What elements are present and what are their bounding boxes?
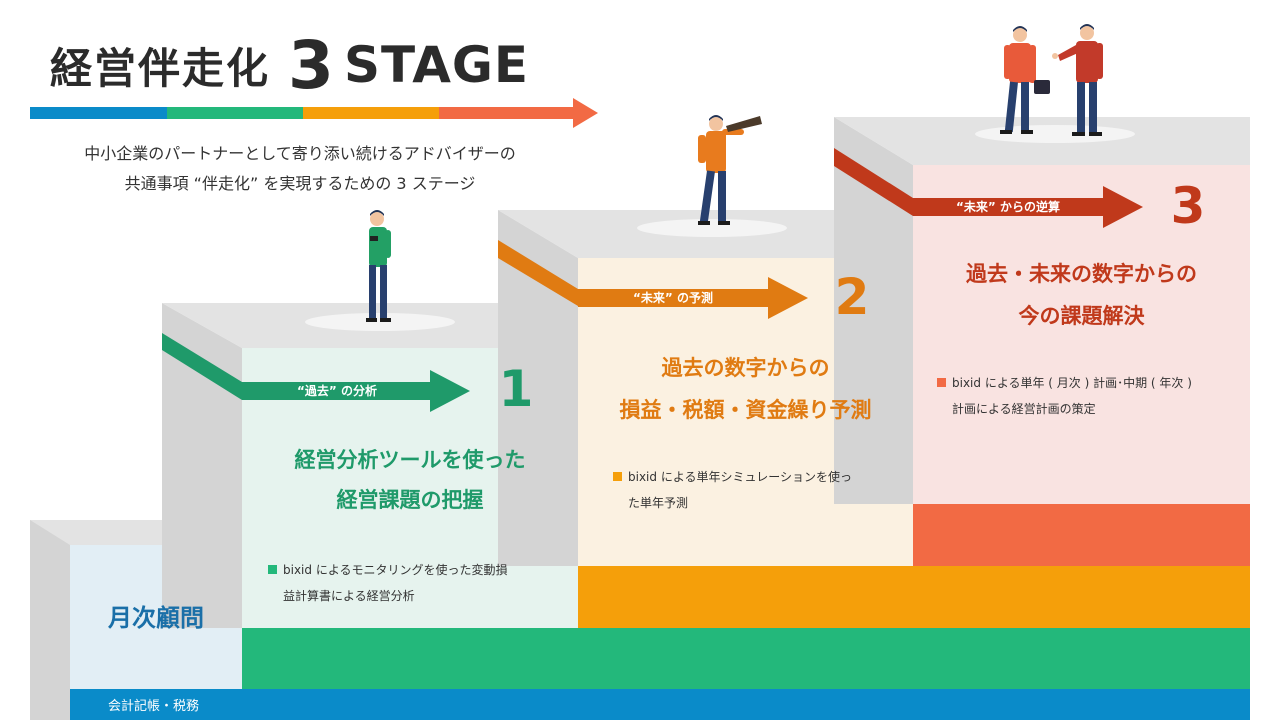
person-phone-icon	[366, 210, 391, 322]
band-red	[913, 504, 1250, 566]
bottom-bar-label: 会計記帳・税務	[108, 699, 200, 714]
spotlight-2	[637, 219, 787, 237]
title-number: 3	[288, 26, 334, 104]
stage-1-bullet: bixid によるモニタリングを使った変動損 益計算書による経営分析	[268, 557, 568, 609]
stage-3-arrow-label: “未来” からの逆算	[956, 200, 1060, 214]
stage-2-bullet-line-2: た単年予測	[628, 496, 689, 510]
title-stage: STAGE	[343, 36, 530, 94]
title-main: 経営伴走化	[50, 43, 271, 93]
stage-2-title-line-1: 過去の数字からの	[661, 356, 830, 380]
bullet-square-icon	[268, 565, 277, 574]
stage-3-bullet-line-1: bixid による単年 ( 月次 ) 計画･中期 ( 年次 )	[952, 376, 1192, 390]
stage-3-number: 3	[1170, 177, 1206, 235]
stage-2-bullet: bixid による単年シミュレーションを使っ た単年予測	[613, 464, 903, 516]
stage-1-bullet-line-2: 益計算書による経営分析	[283, 589, 415, 603]
stage-3-title-line-2: 今の課題解決	[1018, 304, 1145, 328]
stage-1-arrow-label: “過去” の分析	[297, 384, 377, 398]
person-telescope-icon	[698, 115, 762, 225]
stage-2-bullet-line-1: bixid による単年シミュレーションを使っ	[628, 470, 852, 484]
band-blue	[70, 689, 1250, 720]
band-green	[242, 628, 1250, 689]
stage-1-number: 1	[498, 360, 534, 418]
stage-1-title-line-2: 経営課題の把握	[336, 488, 484, 512]
spotlight-3	[975, 125, 1135, 143]
bullet-square-icon	[937, 378, 946, 387]
stage-2-title-line-2: 損益・税額・資金繰り予測	[619, 398, 872, 422]
bullet-square-icon	[613, 472, 622, 481]
stage-3-bullet: bixid による単年 ( 月次 ) 計画･中期 ( 年次 ) 計画による経営計…	[937, 370, 1242, 422]
stage-1-title-line-1: 経営分析ツールを使った	[294, 448, 526, 472]
title-arrow	[30, 98, 598, 128]
band-orange	[578, 566, 1250, 628]
step-3	[834, 117, 1250, 504]
stage-1-arrow	[162, 333, 470, 412]
businessmen-handshake-icon	[1000, 24, 1103, 136]
monthly-advisory-label: 月次顧問	[108, 604, 204, 632]
subtitle-line-1: 中小企業のパートナーとして寄り添い続けるアドバイザーの	[84, 144, 516, 163]
stage-2-number: 2	[834, 268, 870, 326]
page-title: 経営伴走化 3 STAGE	[50, 27, 530, 104]
stage-3-arrow	[834, 148, 1143, 228]
stage-2-arrow	[498, 240, 808, 319]
subtitle-line-2: 共通事項 “伴走化” を実現するための 3 ステージ	[124, 174, 476, 193]
stage-2-arrow-label: “未来” の予測	[633, 291, 713, 305]
stage-1-bullet-line-1: bixid によるモニタリングを使った変動損	[283, 563, 508, 577]
stage-3-bullet-line-2: 計画による経営計画の策定	[952, 402, 1096, 416]
stage-3-title-line-1: 過去・未来の数字からの	[966, 262, 1197, 286]
